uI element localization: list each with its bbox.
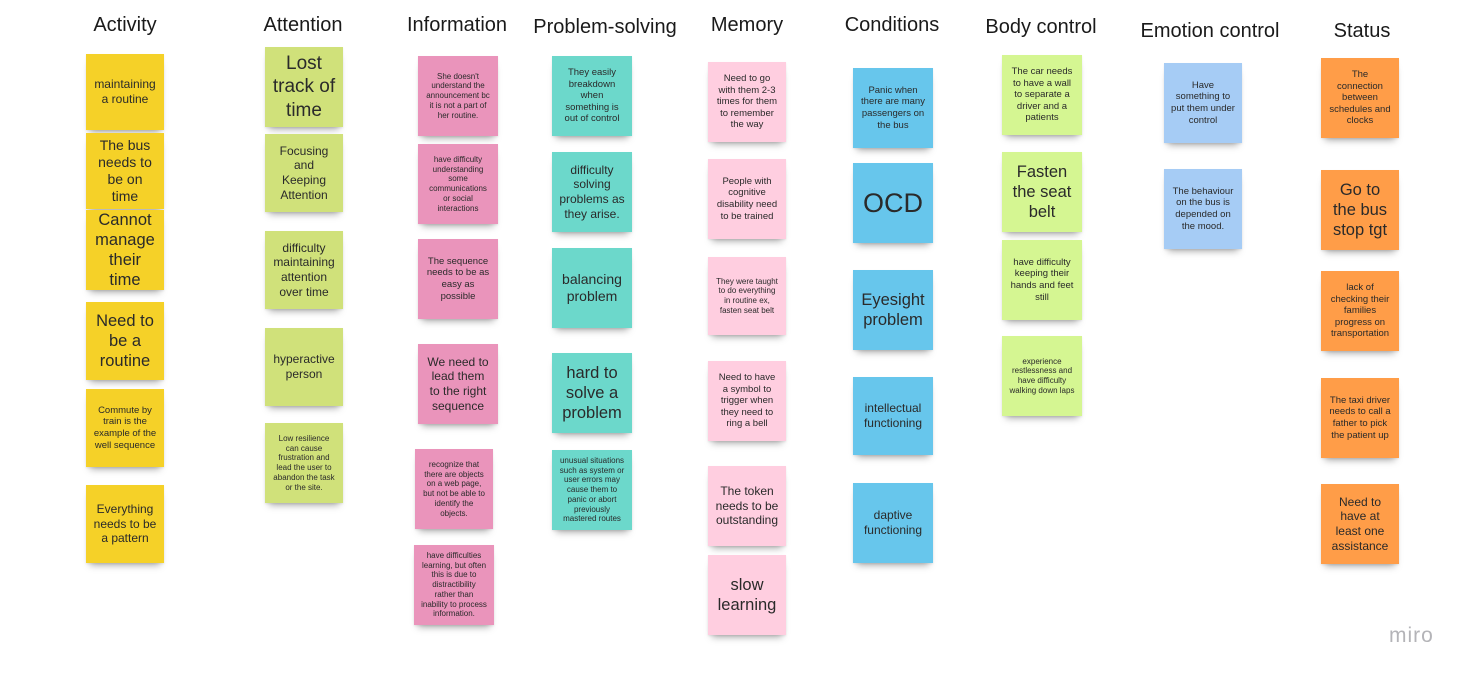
sticky-note-attention-1[interactable]: Lost track of time — [265, 47, 343, 127]
sticky-note-attention-4[interactable]: hyperactive person — [265, 328, 343, 406]
sticky-note-status-5[interactable]: Need to have at least one assistance — [1321, 484, 1399, 564]
sticky-note-text: slow learning — [717, 575, 777, 614]
sticky-note-text: Panic when there are many passengers on … — [861, 84, 925, 131]
sticky-note-text: Cannot manage their time — [95, 210, 155, 290]
column-title-status[interactable]: Status — [1333, 20, 1391, 42]
sticky-note-body-control-1[interactable]: The car needs to have a wall to separate… — [1002, 55, 1082, 135]
sticky-note-text: difficulty solving problems as they aris… — [559, 162, 625, 221]
sticky-note-text: The token needs to be outstanding — [715, 484, 779, 528]
sticky-note-text: Fasten the seat belt — [1012, 162, 1072, 222]
sticky-note-information-4[interactable]: We need to lead them to the right sequen… — [418, 344, 498, 424]
sticky-note-information-5[interactable]: recognize that there are objects on a we… — [415, 449, 493, 529]
sticky-note-conditions-3[interactable]: Eyesight problem — [853, 270, 933, 350]
sticky-note-memory-6[interactable]: slow learning — [708, 555, 786, 635]
sticky-note-problem-solving-2[interactable]: difficulty solving problems as they aris… — [552, 152, 632, 232]
sticky-note-text: The car needs to have a wall to separate… — [1011, 66, 1073, 124]
sticky-note-information-1[interactable]: She doesn't understand the announcement … — [418, 56, 498, 136]
sticky-note-conditions-4[interactable]: intellectual functioning — [853, 377, 933, 455]
sticky-note-text: have difficulties learning, but often th… — [421, 550, 487, 619]
sticky-note-text: Need to have at least one assistance — [1331, 494, 1389, 553]
sticky-note-memory-2[interactable]: People with cognitive disability need to… — [708, 159, 786, 239]
sticky-note-text: daptive functioning — [863, 508, 923, 537]
sticky-note-body-control-2[interactable]: Fasten the seat belt — [1002, 152, 1082, 232]
sticky-note-text: maintaining a routine — [94, 77, 156, 106]
sticky-note-status-2[interactable]: Go to the bus stop tgt — [1321, 170, 1399, 250]
sticky-note-text: Eyesight problem — [861, 290, 925, 329]
sticky-note-problem-solving-1[interactable]: They easily breakdown when something is … — [552, 56, 632, 136]
sticky-note-memory-4[interactable]: Need to have a symbol to trigger when th… — [708, 361, 786, 441]
sticky-note-text: Go to the bus stop tgt — [1332, 180, 1388, 240]
sticky-note-activity-1[interactable]: maintaining a routine — [86, 54, 164, 130]
column-title-conditions[interactable]: Conditions — [844, 14, 940, 36]
sticky-note-attention-2[interactable]: Focusing and Keeping Attention — [265, 134, 343, 212]
sticky-note-problem-solving-5[interactable]: unusual situations such as system or use… — [552, 450, 632, 530]
sticky-note-status-3[interactable]: lack of checking their families progress… — [1321, 271, 1399, 351]
sticky-note-emotion-control-2[interactable]: The behaviour on the bus is depended on … — [1164, 169, 1242, 249]
sticky-note-text: They were taught to do everything in rou… — [716, 276, 778, 315]
sticky-note-text: Lost track of time — [272, 53, 336, 121]
column-title-problem-solving[interactable]: Problem-solving — [533, 16, 677, 38]
sticky-note-memory-1[interactable]: Need to go with them 2-3 times for them … — [708, 62, 786, 142]
sticky-note-problem-solving-4[interactable]: hard to solve a problem — [552, 353, 632, 433]
sticky-note-text: The connection between schedules and clo… — [1329, 69, 1391, 127]
sticky-note-activity-4[interactable]: Need to be a routine — [86, 302, 164, 380]
sticky-note-text: People with cognitive disability need to… — [716, 175, 778, 222]
sticky-note-text: balancing problem — [562, 270, 622, 304]
sticky-note-text: Need to be a routine — [96, 311, 154, 371]
sticky-note-text: have difficulty understanding some commu… — [429, 154, 487, 213]
sticky-note-memory-5[interactable]: The token needs to be outstanding — [708, 466, 786, 546]
sticky-note-text: She doesn't understand the announcement … — [426, 71, 490, 120]
column-title-information[interactable]: Information — [406, 14, 508, 36]
sticky-note-problem-solving-3[interactable]: balancing problem — [552, 248, 632, 328]
sticky-note-information-6[interactable]: have difficulties learning, but often th… — [414, 545, 494, 625]
column-title-activity[interactable]: Activity — [93, 14, 157, 36]
sticky-note-activity-5[interactable]: Commute by train is the example of the w… — [86, 389, 164, 467]
sticky-note-text: Focusing and Keeping Attention — [279, 143, 329, 202]
sticky-note-text: lack of checking their families progress… — [1330, 282, 1390, 340]
sticky-note-text: unusual situations such as system or use… — [559, 455, 625, 524]
sticky-note-text: recognize that there are objects on a we… — [423, 459, 485, 518]
sticky-note-text: We need to lead them to the right sequen… — [427, 354, 489, 413]
sticky-note-text: Need to go with them 2-3 times for them … — [716, 73, 778, 131]
sticky-note-text: intellectual functioning — [863, 401, 923, 430]
sticky-note-emotion-control-1[interactable]: Have something to put them under control — [1164, 63, 1242, 143]
sticky-note-conditions-2[interactable]: OCD — [853, 163, 933, 243]
sticky-note-body-control-3[interactable]: have difficulty keeping their hands and … — [1002, 240, 1082, 320]
sticky-note-text: They easily breakdown when something is … — [564, 67, 620, 125]
column-title-body-control[interactable]: Body control — [985, 16, 1097, 38]
sticky-note-text: have difficulty keeping their hands and … — [1010, 256, 1074, 303]
sticky-note-conditions-5[interactable]: daptive functioning — [853, 483, 933, 563]
sticky-note-text: The bus needs to be on time — [98, 136, 152, 205]
sticky-note-activity-2[interactable]: The bus needs to be on time — [86, 133, 164, 209]
sticky-note-status-1[interactable]: The connection between schedules and clo… — [1321, 58, 1399, 138]
sticky-note-text: The behaviour on the bus is depended on … — [1172, 185, 1234, 232]
miro-logo: miro — [1389, 624, 1434, 647]
sticky-note-text: Have something to put them under control — [1171, 79, 1235, 126]
sticky-note-text: Everything needs to be a pattern — [93, 502, 157, 546]
sticky-note-text: hard to solve a problem — [562, 363, 622, 423]
sticky-note-text: Need to have a symbol to trigger when th… — [718, 372, 776, 430]
sticky-note-activity-6[interactable]: Everything needs to be a pattern — [86, 485, 164, 563]
sticky-note-activity-3[interactable]: Cannot manage their time — [86, 210, 164, 290]
sticky-note-text: experience restlessness and have difficu… — [1009, 356, 1075, 395]
sticky-note-text: Commute by train is the example of the w… — [93, 404, 157, 451]
sticky-note-memory-3[interactable]: They were taught to do everything in rou… — [708, 257, 786, 335]
column-title-attention[interactable]: Attention — [263, 14, 343, 36]
sticky-note-text: difficulty maintaining attention over ti… — [273, 240, 335, 299]
sticky-note-text: OCD — [863, 187, 923, 218]
column-title-emotion-control[interactable]: Emotion control — [1140, 20, 1280, 42]
sticky-note-text: The sequence needs to be as easy as poss… — [426, 255, 490, 302]
sticky-note-body-control-4[interactable]: experience restlessness and have difficu… — [1002, 336, 1082, 416]
sticky-note-text: Low resilience can cause frustration and… — [273, 433, 335, 492]
sticky-note-conditions-1[interactable]: Panic when there are many passengers on … — [853, 68, 933, 148]
column-title-memory[interactable]: Memory — [710, 14, 784, 36]
sticky-note-text: hyperactive person — [273, 352, 335, 381]
sticky-note-information-3[interactable]: The sequence needs to be as easy as poss… — [418, 239, 498, 319]
sticky-note-attention-5[interactable]: Low resilience can cause frustration and… — [265, 423, 343, 503]
sticky-note-attention-3[interactable]: difficulty maintaining attention over ti… — [265, 231, 343, 309]
sticky-note-text: The taxi driver needs to call a father t… — [1329, 394, 1391, 441]
sticky-note-status-4[interactable]: The taxi driver needs to call a father t… — [1321, 378, 1399, 458]
sticky-note-information-2[interactable]: have difficulty understanding some commu… — [418, 144, 498, 224]
